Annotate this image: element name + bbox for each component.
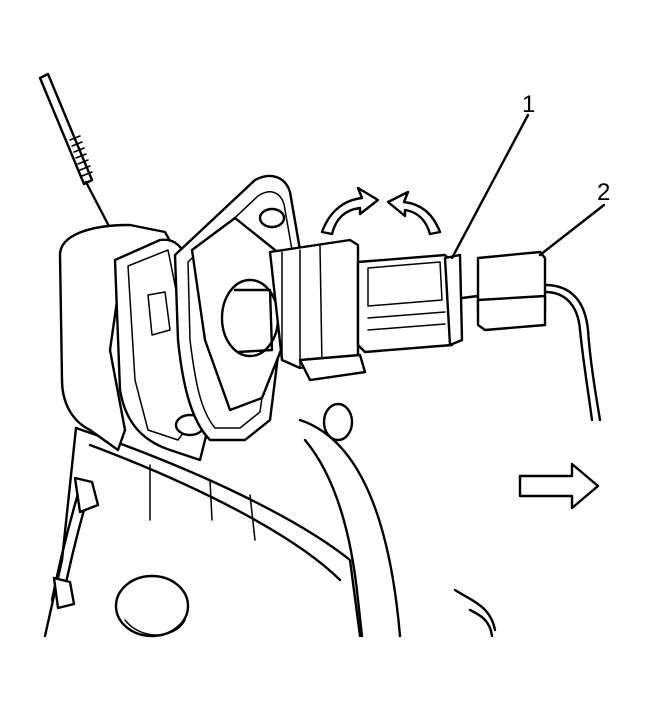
connector-1 bbox=[356, 253, 464, 354]
left-wire-harness bbox=[50, 476, 100, 610]
lower-housing bbox=[43, 418, 497, 638]
rotate-arrows-icon bbox=[320, 186, 442, 236]
threaded-rod bbox=[38, 72, 114, 234]
sensor-connector-body bbox=[268, 238, 367, 382]
callout-label-2: 2 bbox=[597, 179, 610, 206]
right-arrow-icon bbox=[518, 462, 600, 510]
sensor-plate bbox=[173, 174, 354, 442]
harness-connector-2 bbox=[460, 250, 602, 422]
callout-leaders bbox=[450, 113, 606, 260]
callout-label-1: 1 bbox=[522, 91, 535, 118]
